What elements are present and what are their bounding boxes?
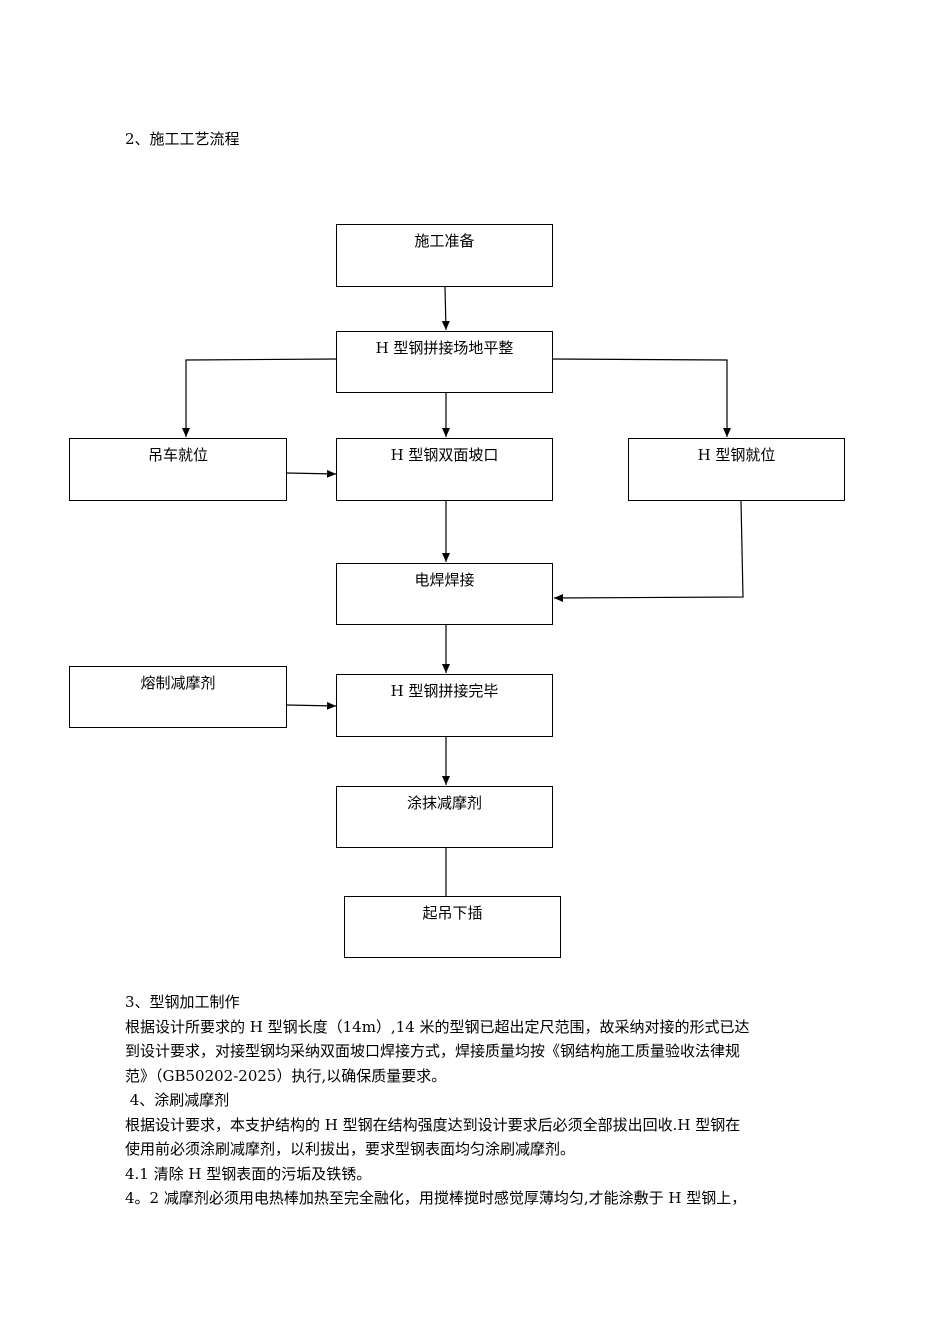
box-apply-lubricant: 涂抹减摩剂	[336, 786, 553, 848]
box-prepare: 施工准备	[336, 224, 553, 287]
arrow-leveling-to-position	[552, 358, 731, 437]
section-3-line: 范》（GB50202-2025）执行,以确保质量要求。	[125, 1066, 447, 1085]
section-3-line: 根据设计所要求的 H 型钢长度（14m）,14 米的型钢已超出定尺范围，故采纳对…	[125, 1017, 750, 1036]
section-4-line: 使用前必须涂刷减摩剂，以利拔出，要求型钢表面均匀涂刷减摩剂。	[125, 1140, 576, 1158]
box-crane: 吊车就位	[69, 438, 287, 501]
body-text: 3、型钢加工制作 根据设计所要求的 H 型钢长度（14m）,14 米的型钢已超出…	[125, 990, 825, 1211]
arrow-prepare-to-leveling	[441, 286, 450, 331]
box-steel-position: H 型钢就位	[628, 438, 845, 501]
section-4-line: 4。2 减摩剂必须用电热棒加热至完全融化，用搅棒搅时感觉厚薄均匀,才能涂敷于 H…	[125, 1189, 747, 1207]
section-4-line: 根据设计要求，本支护结构的 H 型钢在结构强度达到设计要求后必须全部拔出回收.H…	[125, 1115, 741, 1134]
arrow-leveling-to-crane	[182, 358, 338, 437]
section-4-line: 4.1 清除 H 型钢表面的污垢及铁锈。	[125, 1164, 372, 1183]
box-splice-done: H 型钢拼接完毕	[336, 674, 553, 737]
box-double-bevel: H 型钢双面坡口	[336, 438, 553, 501]
box-melt-lubricant: 熔制减摩剂	[69, 666, 287, 728]
box-site-leveling: H 型钢拼接场地平整	[336, 331, 553, 393]
section-3-line: 到设计要求，对接型钢均采纳双面坡口焊接方式，焊接质量均按《钢结构施工质量验收法律…	[125, 1042, 741, 1060]
box-welding: 电焊焊接	[336, 563, 553, 625]
arrow-melt-to-done	[286, 701, 337, 710]
section-2-heading: 2、施工工艺流程	[125, 130, 240, 148]
section-3-heading: 3、型钢加工制作	[125, 993, 240, 1011]
box-hoist-insert: 起吊下插	[344, 896, 561, 958]
arrow-crane-to-bevel	[286, 469, 337, 478]
section-4-heading: 4、涂刷减摩剂	[125, 1091, 230, 1109]
arrow-position-to-welding	[553, 500, 744, 602]
